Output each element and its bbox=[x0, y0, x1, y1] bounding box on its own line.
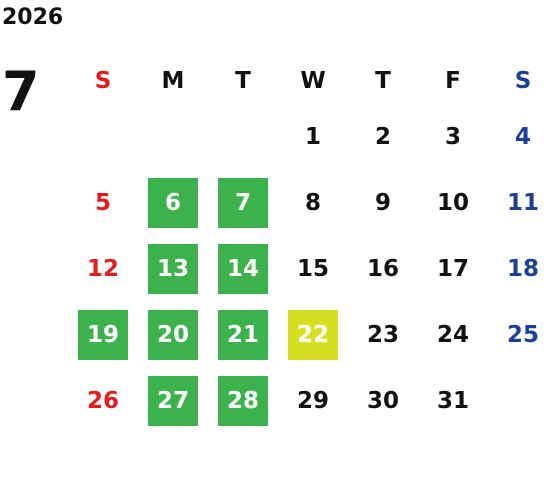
day-cell: 7 bbox=[208, 170, 278, 236]
day-number[interactable]: 31 bbox=[436, 388, 469, 414]
day-number[interactable]: 10 bbox=[436, 190, 469, 216]
weekday-sunday: S bbox=[94, 68, 112, 94]
day-number[interactable]: 16 bbox=[366, 256, 399, 282]
day-number[interactable]: 4 bbox=[514, 124, 531, 150]
day-cell bbox=[68, 104, 138, 170]
day-number[interactable]: 30 bbox=[366, 388, 399, 414]
day-cell: 12 bbox=[68, 236, 138, 302]
day-cell: 21 bbox=[208, 302, 278, 368]
day-cell: 16 bbox=[348, 236, 418, 302]
day-number[interactable]: 5 bbox=[94, 190, 111, 216]
weekday-thursday: T bbox=[375, 68, 391, 94]
weekday-wednesday: W bbox=[300, 68, 326, 94]
day-cell: 9 bbox=[348, 170, 418, 236]
day-number[interactable]: 25 bbox=[506, 322, 539, 348]
day-cell: 4 bbox=[488, 104, 548, 170]
day-cell: 26 bbox=[68, 368, 138, 434]
day-number[interactable]: 28 bbox=[218, 376, 268, 426]
day-cell: 17 bbox=[418, 236, 488, 302]
weekday-saturday: S bbox=[514, 68, 532, 94]
day-number[interactable]: 22 bbox=[288, 310, 338, 360]
day-number[interactable]: 27 bbox=[148, 376, 198, 426]
day-number[interactable]: 3 bbox=[444, 124, 461, 150]
weekday-friday: F bbox=[445, 68, 461, 94]
day-number[interactable]: 23 bbox=[366, 322, 399, 348]
day-cell: 19 bbox=[68, 302, 138, 368]
day-number[interactable]: 11 bbox=[506, 190, 539, 216]
day-number[interactable]: 9 bbox=[374, 190, 391, 216]
day-cell: 6 bbox=[138, 170, 208, 236]
day-cell: 3 bbox=[418, 104, 488, 170]
day-number[interactable]: 19 bbox=[78, 310, 128, 360]
day-number[interactable]: 29 bbox=[296, 388, 329, 414]
day-number[interactable]: 14 bbox=[218, 244, 268, 294]
day-cell: 8 bbox=[278, 170, 348, 236]
year-label: 2026 bbox=[2, 5, 64, 30]
day-cell: 25 bbox=[488, 302, 548, 368]
day-number[interactable]: 8 bbox=[304, 190, 321, 216]
day-cell: 10 bbox=[418, 170, 488, 236]
day-cell: 5 bbox=[68, 170, 138, 236]
day-cell: 13 bbox=[138, 236, 208, 302]
day-cell: 23 bbox=[348, 302, 418, 368]
day-number[interactable]: 21 bbox=[218, 310, 268, 360]
day-number[interactable]: 6 bbox=[148, 178, 198, 228]
day-number[interactable]: 13 bbox=[148, 244, 198, 294]
empty-day bbox=[148, 112, 198, 162]
day-cell: 20 bbox=[138, 302, 208, 368]
empty-day bbox=[498, 376, 548, 426]
day-cell: 29 bbox=[278, 368, 348, 434]
day-number[interactable]: 20 bbox=[148, 310, 198, 360]
day-cell: 11 bbox=[488, 170, 548, 236]
day-cell bbox=[208, 104, 278, 170]
weekday-monday: M bbox=[161, 68, 185, 94]
day-cell: 14 bbox=[208, 236, 278, 302]
day-cell: 15 bbox=[278, 236, 348, 302]
month-number: 7 bbox=[2, 60, 40, 123]
day-number[interactable]: 17 bbox=[436, 256, 469, 282]
empty-day bbox=[218, 112, 268, 162]
day-cell: 18 bbox=[488, 236, 548, 302]
day-cell: 2 bbox=[348, 104, 418, 170]
day-number[interactable]: 12 bbox=[86, 256, 119, 282]
day-cell: 31 bbox=[418, 368, 488, 434]
day-number[interactable]: 7 bbox=[218, 178, 268, 228]
day-number[interactable]: 26 bbox=[86, 388, 119, 414]
day-cell: 30 bbox=[348, 368, 418, 434]
empty-day bbox=[78, 112, 128, 162]
day-cell: 22 bbox=[278, 302, 348, 368]
day-number[interactable]: 15 bbox=[296, 256, 329, 282]
day-number[interactable]: 24 bbox=[436, 322, 469, 348]
day-cell: 1 bbox=[278, 104, 348, 170]
day-cell: 27 bbox=[138, 368, 208, 434]
weekday-tuesday: T bbox=[235, 68, 251, 94]
day-cell bbox=[488, 368, 548, 434]
day-cell: 24 bbox=[418, 302, 488, 368]
day-cell: 28 bbox=[208, 368, 278, 434]
day-number[interactable]: 18 bbox=[506, 256, 539, 282]
day-number[interactable]: 1 bbox=[304, 124, 321, 150]
day-number[interactable]: 2 bbox=[374, 124, 391, 150]
day-cell bbox=[138, 104, 208, 170]
